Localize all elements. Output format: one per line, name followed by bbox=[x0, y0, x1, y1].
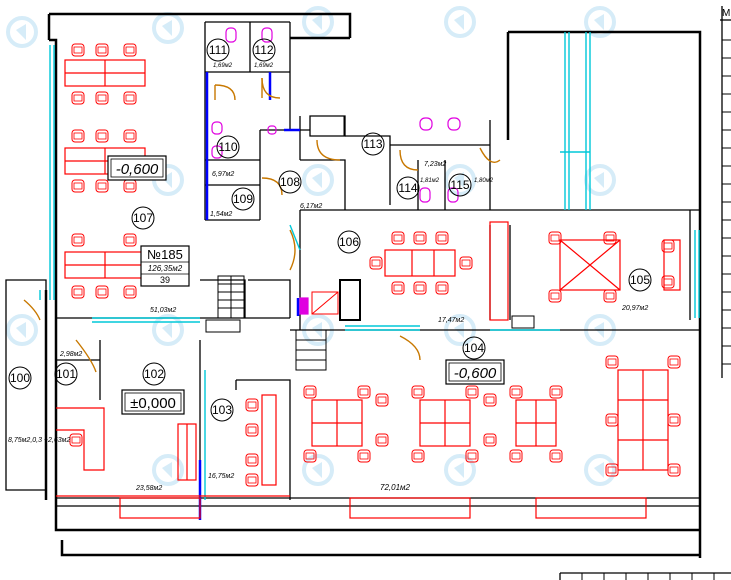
premise-count: 39 bbox=[160, 275, 170, 285]
doors bbox=[23, 77, 501, 373]
room-103: 103 16,75м2 bbox=[208, 398, 234, 480]
room-number: 114 bbox=[398, 181, 417, 195]
staircase bbox=[205, 115, 535, 371]
room-107: 107 51,03м2 bbox=[131, 206, 176, 314]
room-number: 106 bbox=[339, 235, 359, 249]
premise-area: 126,35м2 bbox=[148, 264, 183, 273]
room-number: 109 bbox=[233, 192, 253, 206]
room-labels: 100 8,75м2,0,3 +2,63м2 101 2,98м2 102 23… bbox=[8, 38, 652, 492]
room-114: 114 1,81м2 bbox=[396, 176, 440, 200]
room-102: 102 23,58м2 bbox=[135, 362, 166, 492]
furniture-room-102-103 bbox=[56, 394, 647, 519]
room-number: 101 bbox=[56, 367, 76, 381]
room-115: 115 1,80м2 bbox=[448, 173, 494, 197]
watermark-layer bbox=[6, 6, 616, 486]
room-area: 16,75м2 bbox=[208, 473, 234, 480]
room-area: 23,58м2 bbox=[135, 485, 162, 492]
room-112: 112 1,69м2 bbox=[252, 38, 276, 69]
room-number: 111 bbox=[209, 43, 228, 57]
level-marks: -0,600 ±0,000 -0,600 bbox=[107, 155, 505, 415]
level-mark-107: -0,600 bbox=[107, 155, 167, 181]
room-area: 51,03м2 bbox=[150, 307, 176, 314]
furniture-room-104 bbox=[303, 355, 681, 477]
room-number: 113 bbox=[363, 137, 382, 151]
furniture-room-106 bbox=[369, 231, 473, 295]
room-108: 108 bbox=[278, 170, 302, 194]
room-area: 1,54м2 bbox=[210, 211, 232, 218]
hall-area: 72,01м2 bbox=[380, 483, 411, 492]
premise-info: №185 126,35м2 39 bbox=[140, 245, 190, 287]
room-number: 107 bbox=[133, 211, 153, 225]
room-area: 2,98м2 bbox=[59, 351, 82, 358]
room-number: 112 bbox=[254, 43, 273, 57]
level-value: ±0,000 bbox=[130, 395, 176, 412]
premise-number: №185 bbox=[147, 247, 183, 262]
room-area: 8,75м2,0,3 +2,63м2 bbox=[8, 437, 70, 444]
room-number: 105 bbox=[630, 273, 650, 287]
room-number: 100 bbox=[10, 371, 30, 385]
room-area: 7,23м2 bbox=[424, 161, 446, 168]
furniture-room-105 bbox=[489, 221, 681, 321]
room-area: 17,47м2 bbox=[438, 317, 464, 324]
room-number: 115 bbox=[450, 178, 469, 192]
level-mark-102: ±0,000 bbox=[121, 389, 185, 415]
room-number: 102 bbox=[144, 367, 164, 381]
room-number: 103 bbox=[212, 403, 232, 417]
level-mark-104: -0,600 bbox=[445, 359, 505, 385]
room-number: 104 bbox=[464, 341, 484, 355]
room-105: 105 20,97м2 bbox=[621, 268, 652, 312]
room-109: 109 1,54м2 bbox=[210, 187, 255, 218]
corner-label: М bbox=[722, 8, 730, 19]
interior-walls bbox=[5, 6, 731, 580]
room-113: 113 7,23м2 bbox=[361, 132, 446, 168]
room-number: 110 bbox=[218, 140, 237, 154]
partitions bbox=[198, 72, 300, 520]
room-100: 100 8,75м2,0,3 +2,63м2 bbox=[8, 366, 70, 444]
room-area: 1,69м2 bbox=[213, 63, 233, 69]
room-area: 1,81м2 bbox=[420, 178, 440, 184]
level-value: -0,600 bbox=[454, 365, 497, 382]
title-block-ticks bbox=[581, 39, 731, 580]
windows bbox=[39, 32, 700, 500]
room-101: 101 2,98м2 bbox=[54, 351, 82, 386]
room-104: 104 17,47м2 bbox=[438, 317, 486, 360]
room-number: 108 bbox=[280, 175, 300, 189]
room-area: 1,80м2 bbox=[474, 178, 494, 184]
room-110: 110 6,97м2 bbox=[212, 135, 240, 178]
room-area: 6,97м2 bbox=[212, 171, 234, 178]
room-area: 6,17м2 bbox=[300, 203, 322, 210]
room-106: 106 6,17м2 bbox=[300, 203, 361, 254]
level-value: -0,600 bbox=[116, 161, 159, 178]
room-area: 1,69м2 bbox=[254, 63, 274, 69]
room-area: 20,97м2 bbox=[621, 305, 648, 312]
plumbing-fixtures bbox=[211, 27, 461, 315]
room-111: 111 1,69м2 bbox=[206, 38, 233, 69]
